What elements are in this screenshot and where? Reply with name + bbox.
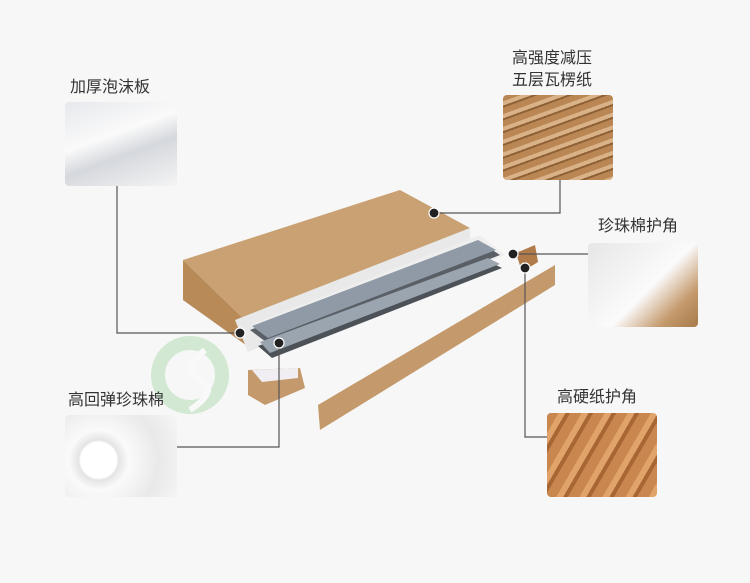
- corrugated-label-line2: 五层瓦楞纸: [512, 70, 593, 89]
- pearl-cotton-label: 高回弹珍珠棉: [68, 390, 165, 409]
- leader-lines: [116, 180, 588, 448]
- watermark-logo: [151, 336, 229, 414]
- corrugated-image: [503, 95, 613, 180]
- foam-board-image: [65, 102, 177, 186]
- foam-board-label: 加厚泡沫板: [70, 77, 151, 96]
- pearl-corner-image: [588, 243, 698, 327]
- side-paper-strip: [318, 265, 555, 430]
- corrugated-label-line1: 高强度减压: [512, 48, 593, 67]
- shipping-box: [183, 190, 555, 430]
- paper-corner-label: 高硬纸护角: [557, 387, 638, 406]
- paper-corner-image: [547, 413, 657, 497]
- pearl-corner-label: 珍珠棉护角: [598, 216, 679, 235]
- pearl-cotton-image: [65, 415, 177, 497]
- callout-dots: [234, 207, 531, 349]
